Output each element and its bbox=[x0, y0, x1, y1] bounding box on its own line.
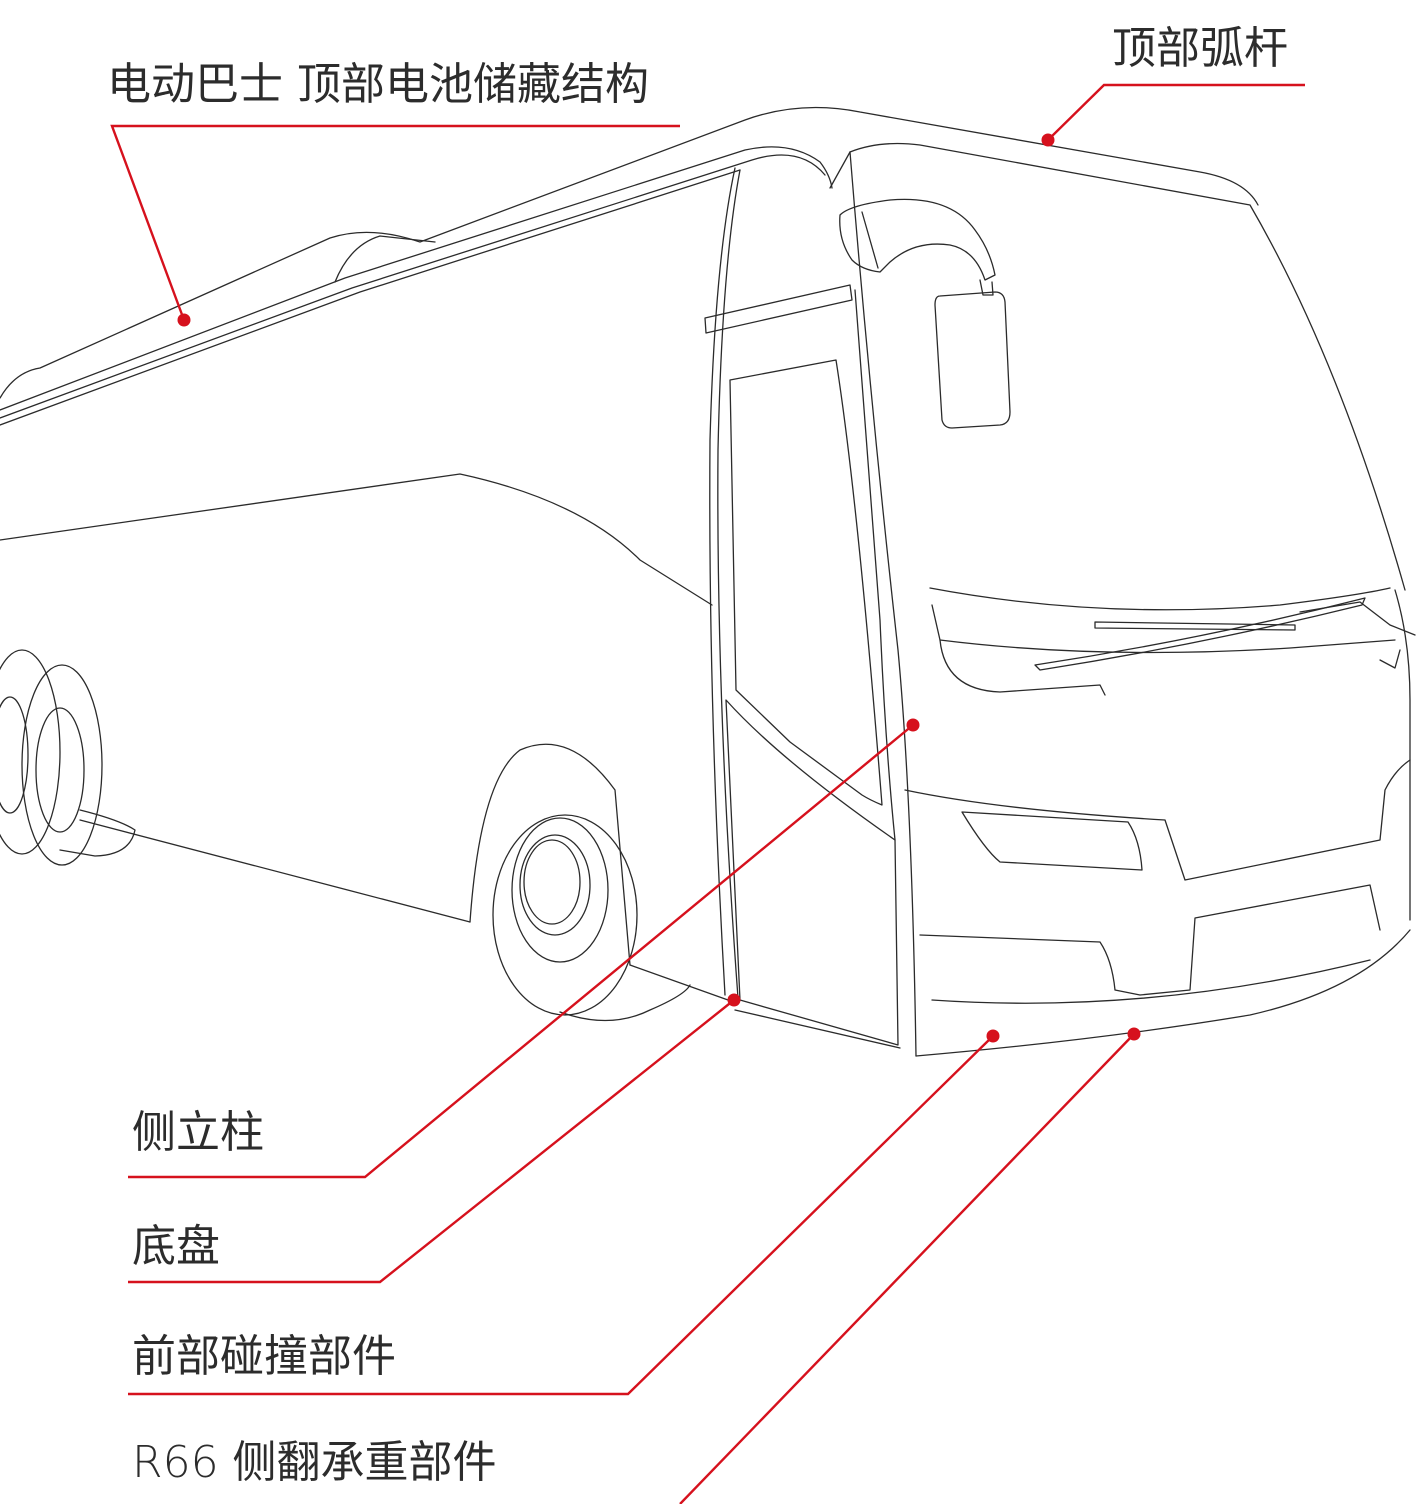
leader-roof-battery bbox=[110, 124, 680, 321]
label-side-pillar: 侧立柱 bbox=[132, 1107, 264, 1158]
marker-rollover bbox=[1127, 1027, 1141, 1041]
bus-outline bbox=[0, 106, 1416, 1057]
marker-side-pillar bbox=[906, 718, 920, 732]
leader-chassis bbox=[128, 999, 735, 1284]
label-rollover: R66 侧翻承重部件 bbox=[132, 1437, 497, 1488]
label-chassis: 底盘 bbox=[132, 1221, 220, 1272]
leader-roof-bow bbox=[1047, 83, 1305, 141]
leader-side-pillar bbox=[128, 724, 914, 1179]
marker-front-crash bbox=[986, 1029, 1000, 1043]
marker-roof-battery bbox=[177, 313, 191, 327]
leader-rollover bbox=[679, 1033, 1135, 1504]
leader-front-crash bbox=[128, 1035, 994, 1396]
label-roof-bow: 顶部弧杆 bbox=[1112, 23, 1288, 74]
label-front-crash: 前部碰撞部件 bbox=[132, 1331, 396, 1382]
marker-roof-bow bbox=[1041, 133, 1055, 147]
marker-chassis bbox=[727, 993, 741, 1007]
label-roof-battery: 电动巴士 顶部电池储藏结构 bbox=[107, 59, 649, 110]
